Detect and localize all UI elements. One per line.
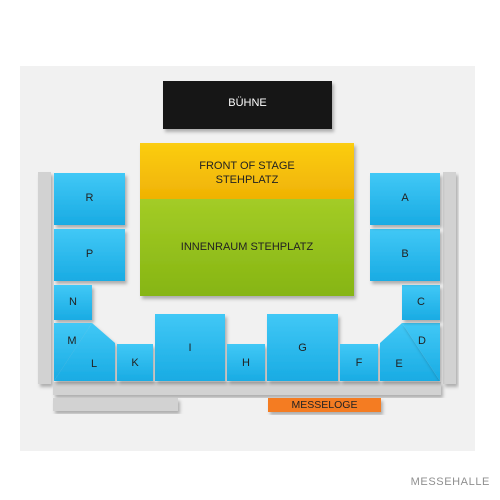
section-n[interactable] [54, 285, 92, 320]
bottom-walkway-left [53, 398, 178, 411]
innenraum-area[interactable] [140, 199, 354, 296]
right-walkway [443, 172, 456, 384]
bottom-walkway [53, 382, 441, 395]
section-r[interactable] [54, 173, 125, 225]
section-f[interactable] [340, 344, 378, 381]
section-a[interactable] [370, 173, 440, 225]
section-k[interactable] [117, 344, 153, 381]
section-b[interactable] [370, 229, 440, 281]
section-e[interactable] [380, 323, 440, 381]
venue-watermark: MESSEHALLE [410, 476, 490, 488]
section-h[interactable] [227, 344, 265, 381]
front-of-stage-area[interactable] [140, 143, 354, 199]
section-c[interactable] [402, 285, 440, 320]
stage[interactable] [163, 81, 332, 129]
section-p[interactable] [54, 229, 125, 281]
section-l[interactable] [54, 323, 115, 381]
left-walkway [38, 172, 51, 384]
section-g[interactable] [267, 314, 338, 381]
section-d[interactable] [402, 323, 440, 381]
section-i[interactable] [155, 314, 225, 381]
messeloge-section[interactable] [268, 398, 381, 412]
